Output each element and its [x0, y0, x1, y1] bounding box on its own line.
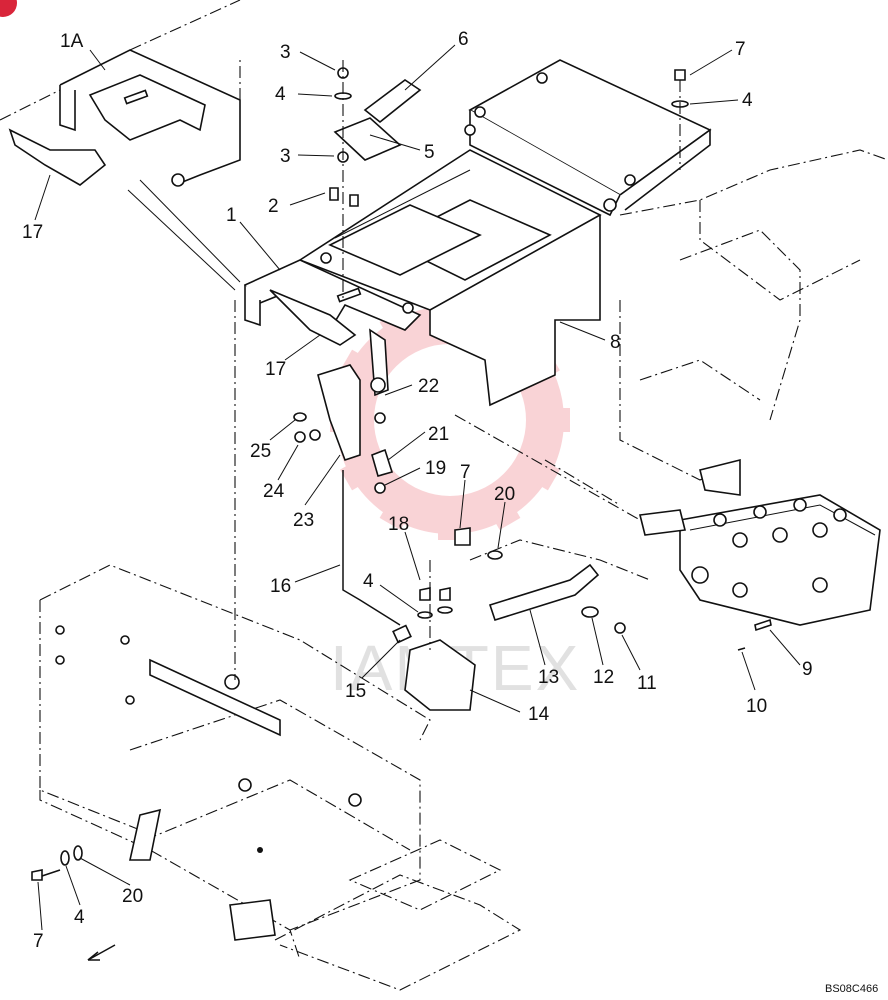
- callout-4: 4: [74, 907, 85, 928]
- callout-6: 6: [458, 29, 469, 50]
- callout-3: 3: [280, 42, 291, 63]
- tank-cover: [298, 59, 712, 407]
- detail-line: [127, 189, 236, 291]
- leader-lines: [34, 44, 801, 931]
- callout-16: 16: [270, 576, 291, 597]
- lever-assembly: [329, 60, 689, 300]
- callout-21: 21: [428, 424, 449, 445]
- lower-hardware: [31, 845, 116, 961]
- callout-7: 7: [33, 931, 44, 952]
- callout-7: 7: [735, 39, 746, 60]
- detail-line: [139, 179, 241, 283]
- callout-10: 10: [746, 696, 767, 717]
- callout-labels: 1A 17 1 17 3 4 3 2 6 5 7 4 8 22 25 21 24…: [22, 29, 813, 952]
- gear-tooth: [540, 408, 570, 432]
- callout-18: 18: [388, 514, 409, 535]
- callout-14: 14: [528, 704, 550, 725]
- callout-1: 1: [226, 205, 237, 226]
- washer-icon: [73, 845, 83, 861]
- gear-tooth: [521, 454, 560, 491]
- corner-badge: [0, 0, 17, 17]
- callout-23: 23: [293, 510, 314, 531]
- callout-4: 4: [363, 571, 374, 592]
- gear-tooth: [340, 349, 379, 386]
- callout-4: 4: [742, 90, 753, 111]
- callout-11: 11: [637, 673, 657, 694]
- callout-3: 3: [280, 146, 291, 167]
- handle-17-lower: [269, 289, 357, 346]
- callout-24: 24: [263, 481, 285, 502]
- callout-9: 9: [802, 659, 813, 680]
- callout-25: 25: [250, 441, 271, 462]
- washer-icon: [60, 850, 70, 866]
- callout-17: 17: [265, 359, 286, 380]
- callout-13: 13: [538, 667, 559, 688]
- callout-20: 20: [122, 886, 143, 907]
- bolt-icon: [674, 69, 686, 81]
- control-rod-assembly: [293, 364, 412, 644]
- callout-17: 17: [22, 222, 43, 243]
- gear-tooth: [379, 491, 416, 530]
- bracket-1a-ghost: [0, 0, 241, 187]
- callout-4: 4: [275, 84, 286, 105]
- mounting-bracket: [243, 252, 422, 397]
- gear-tooth: [340, 454, 379, 491]
- bolt-icon: [329, 187, 339, 201]
- callout-20: 20: [494, 484, 515, 505]
- bolt-icon: [31, 869, 43, 881]
- callout-15: 15: [345, 681, 366, 702]
- reference-code: BS08C466: [825, 983, 878, 995]
- callout-12: 12: [593, 667, 614, 688]
- callout-19: 19: [425, 458, 446, 479]
- floor-plate-ghost: [39, 300, 522, 991]
- callout-8: 8: [610, 332, 621, 353]
- frame-right-ghost: [619, 149, 888, 496]
- control-valve: [454, 414, 881, 651]
- callout-22: 22: [418, 376, 439, 397]
- callout-2: 2: [268, 196, 279, 217]
- handle-17-upper: [8, 128, 107, 186]
- callout-7: 7: [460, 462, 471, 483]
- gear-tooth: [484, 491, 521, 530]
- callout-5: 5: [424, 142, 435, 163]
- bolt-icon: [349, 194, 359, 207]
- linkage-assembly: [404, 527, 651, 711]
- callout-1a: 1A: [60, 31, 84, 52]
- direction-arrow-icon: [87, 944, 116, 961]
